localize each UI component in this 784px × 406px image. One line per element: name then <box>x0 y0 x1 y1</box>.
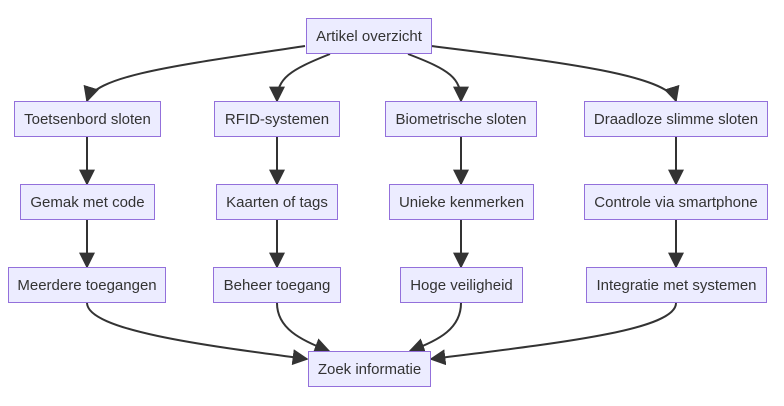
node-rfid-systemen: RFID-systemen <box>214 101 340 137</box>
node-unieke-kenmerken: Unieke kenmerken <box>389 184 534 220</box>
node-hoge-veiligheid: Hoge veiligheid <box>400 267 523 303</box>
node-controle-via-smartphone: Controle via smartphone <box>584 184 768 220</box>
node-gemak-met-code: Gemak met code <box>20 184 155 220</box>
node-artikel-overzicht: Artikel overzicht <box>306 18 432 54</box>
node-toetsenbord-sloten: Toetsenbord sloten <box>14 101 161 137</box>
node-zoek-informatie: Zoek informatie <box>308 351 431 387</box>
edge-wireless-result-final <box>429 302 677 366</box>
edge-keypad-result-final <box>86 302 309 366</box>
edge-biometric-result-final <box>408 302 462 354</box>
node-draadloze-slimme-sloten: Draadloze slimme sloten <box>584 101 768 137</box>
node-integratie-met-systemen: Integratie met systemen <box>586 267 767 303</box>
edge-root-keypad <box>83 45 306 103</box>
edge-root-wireless <box>430 45 680 103</box>
node-biometrische-sloten: Biometrische sloten <box>385 101 537 137</box>
edge-root-biometric <box>407 53 469 103</box>
node-meerdere-toegangen: Meerdere toegangen <box>8 267 166 303</box>
edge-root-rfid <box>269 53 331 103</box>
node-kaarten-of-tags: Kaarten of tags <box>216 184 338 220</box>
node-beheer-toegang: Beheer toegang <box>213 267 341 303</box>
edge-rfid-result-final <box>276 302 331 354</box>
